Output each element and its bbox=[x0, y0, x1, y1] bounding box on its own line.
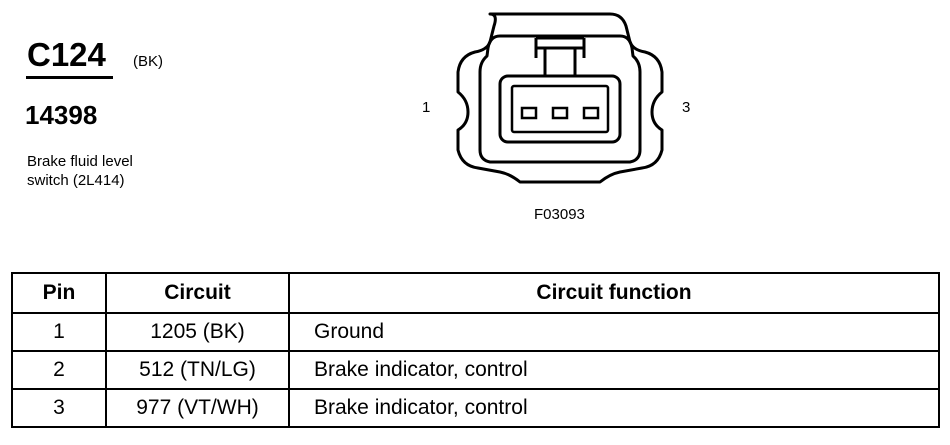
pin-slot-1 bbox=[520, 106, 538, 120]
connector-id: C124 bbox=[27, 36, 106, 73]
cell-function: Brake indicator, control bbox=[288, 350, 940, 390]
table-row: 1 1205 (BK) Ground bbox=[11, 312, 940, 352]
connector-inner-housing bbox=[478, 34, 642, 164]
cell-circuit: 1205 (BK) bbox=[105, 312, 290, 352]
pin-label-right: 3 bbox=[682, 99, 691, 116]
table-row: 2 512 (TN/LG) Brake indicator, control bbox=[11, 350, 940, 390]
connector-latch bbox=[534, 36, 586, 58]
connector-color: (BK) bbox=[133, 53, 163, 70]
pinout-table: Pin Circuit Circuit function 1 1205 (BK)… bbox=[11, 272, 940, 428]
cell-pin: 1 bbox=[11, 312, 107, 352]
cell-function: Ground bbox=[288, 312, 940, 352]
description-line-2: switch (2L414) bbox=[27, 172, 125, 189]
header-circuit-function: Circuit function bbox=[288, 272, 940, 314]
part-number: 14398 bbox=[25, 100, 98, 130]
connector-face-diagram bbox=[456, 12, 664, 184]
table-row: 3 977 (VT/WH) Brake indicator, control bbox=[11, 388, 940, 428]
cell-circuit: 977 (VT/WH) bbox=[105, 388, 290, 428]
component-description: Brake fluid level switch (2L414) bbox=[27, 152, 133, 190]
pin-label-left: 1 bbox=[422, 99, 431, 116]
description-line-1: Brake fluid level bbox=[27, 153, 133, 170]
terminal-cavity bbox=[498, 74, 622, 144]
connector-id-underline bbox=[26, 76, 113, 79]
pin-slot-3 bbox=[582, 106, 600, 120]
cell-circuit: 512 (TN/LG) bbox=[105, 350, 290, 390]
figure-id: F03093 bbox=[534, 206, 585, 223]
header-circuit: Circuit bbox=[105, 272, 290, 314]
table-header-row: Pin Circuit Circuit function bbox=[11, 272, 940, 314]
connector-outer-housing bbox=[456, 12, 664, 184]
cell-pin: 2 bbox=[11, 350, 107, 390]
cell-function: Brake indicator, control bbox=[288, 388, 940, 428]
cell-pin: 3 bbox=[11, 388, 107, 428]
header-pin: Pin bbox=[11, 272, 107, 314]
pin-slot-2 bbox=[551, 106, 569, 120]
